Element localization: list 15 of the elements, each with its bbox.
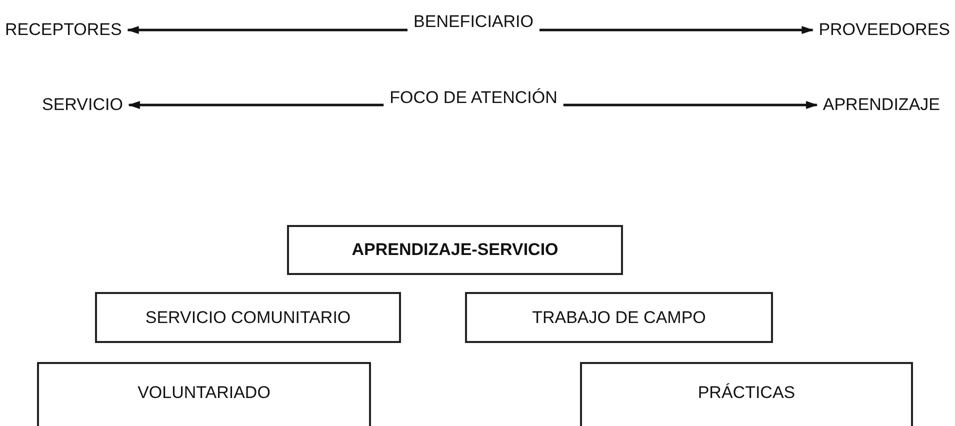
arrow: [563, 101, 818, 109]
concept-label: APRENDIZAJE: [822, 90, 940, 120]
concept-label: PROVEEDORES: [818, 15, 950, 45]
concept-label: RECEPTORES: [5, 15, 122, 45]
arrow: [539, 26, 814, 34]
label-box: APRENDIZAJE-SERVICIO: [287, 225, 623, 275]
arrow: [128, 101, 384, 109]
arrow: [126, 26, 408, 34]
label-box: TRABAJO DE CAMPO: [465, 292, 773, 343]
concept-label: BENEFICIARIO: [414, 6, 534, 38]
label-box: SERVICIO COMUNITARIO: [95, 292, 401, 343]
label-box: VOLUNTARIADO: [37, 362, 371, 426]
concept-label: FOCO DE ATENCIÓN: [390, 82, 558, 114]
concept-label: SERVICIO: [42, 90, 123, 120]
label-box: PRÁCTICAS: [580, 362, 913, 426]
